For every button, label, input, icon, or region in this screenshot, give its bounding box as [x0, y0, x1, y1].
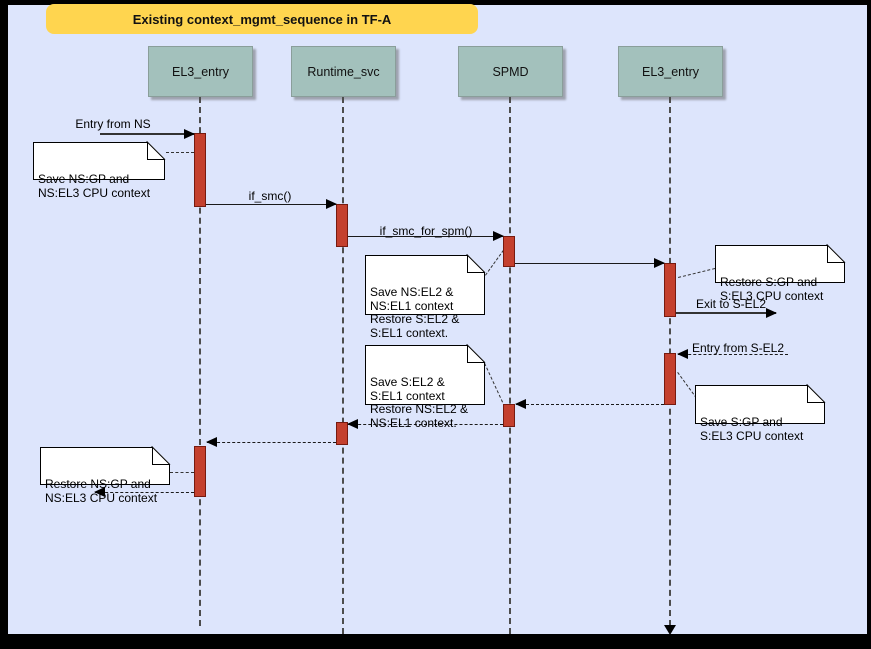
lifeline-end-arrow-icon — [664, 625, 676, 635]
lifeline-label: EL3_entry — [172, 64, 229, 79]
lifeline-label: Runtime_svc — [307, 64, 380, 79]
return-arrow-runtime-to-el3 — [206, 437, 336, 447]
note-text: Save NS:GP and NS:EL3 CPU context — [38, 172, 151, 200]
lifeline-header-spmd: SPMD — [458, 46, 563, 97]
note-save-ns-gp: Save NS:GP and NS:EL3 CPU context — [33, 142, 165, 199]
message-arrow-exit-to-s-el2 — [676, 308, 777, 318]
message-arrow-entry-from-s-el2 — [677, 349, 788, 359]
lifeline-header-el3-entry-1: EL3_entry — [148, 46, 253, 97]
lifeline-runtime-svc — [342, 97, 344, 634]
activation-bar — [664, 353, 676, 405]
note-fold-icon — [467, 345, 485, 363]
return-arrow-el3-to-ns — [94, 487, 194, 497]
note-fold-icon — [807, 385, 825, 403]
lifeline-el3-entry-1 — [199, 97, 201, 626]
note-text: Save S:EL2 & S:EL1 context Restore NS:EL… — [370, 375, 469, 430]
diagram-canvas — [8, 5, 867, 634]
note-connector — [166, 152, 194, 153]
note-save-s-el2: Save S:EL2 & S:EL1 context Restore NS:EL… — [365, 345, 485, 429]
message-arrow-spmd-to-el3 — [515, 258, 665, 268]
note-text: Save S:GP and S:EL3 CPU context — [700, 415, 804, 443]
activation-bar — [664, 263, 676, 317]
return-arrow-el3-to-spmd — [515, 399, 664, 409]
message-label-if-smc-for-spm: if_smc_for_spm() — [379, 224, 473, 238]
note-restore-ns-gp: Restore NS:GP and NS:EL3 CPU context — [40, 447, 170, 504]
note-connector — [170, 472, 194, 473]
diagram-title: Existing context_mgmt_sequence in TF-A — [46, 4, 478, 34]
note-fold-icon — [827, 245, 845, 263]
message-arrow-if-smc-for-spm — [348, 231, 504, 241]
activation-bar — [503, 404, 515, 427]
lifeline-spmd — [509, 97, 511, 634]
note-restore-s-gp: Restore S:GP and S:EL3 CPU context — [715, 245, 845, 302]
note-save-s-gp: Save S:GP and S:EL3 CPU context — [695, 385, 825, 442]
lifeline-header-el3-entry-2: EL3_entry — [618, 46, 723, 97]
note-fold-icon — [147, 142, 165, 160]
note-fold-icon — [467, 255, 485, 273]
message-label-entry-from-s-el2: Entry from S-EL2 — [691, 341, 785, 355]
return-arrow-spmd-to-runtime — [347, 419, 503, 429]
message-label-entry-from-ns: Entry from NS — [75, 117, 151, 131]
activation-bar — [336, 422, 348, 445]
message-label-if-smc: if_smc() — [248, 189, 292, 203]
message-arrow-entry-from-ns — [100, 129, 195, 139]
diagram-title-text: Existing context_mgmt_sequence in TF-A — [132, 11, 392, 27]
lifeline-label: SPMD — [492, 64, 529, 79]
activation-bar — [336, 204, 348, 247]
note-save-ns-el2: Save NS:EL2 & NS:EL1 context Restore S:E… — [365, 255, 485, 339]
note-text: Restore NS:GP and NS:EL3 CPU context — [45, 477, 158, 505]
activation-bar — [503, 236, 515, 267]
activation-bar — [194, 133, 206, 207]
lifeline-header-runtime-svc: Runtime_svc — [291, 46, 396, 97]
message-label-exit-to-s-el2: Exit to S-EL2 — [695, 297, 767, 311]
lifeline-label: EL3_entry — [642, 64, 699, 79]
note-text: Save NS:EL2 & NS:EL1 context Restore S:E… — [370, 285, 460, 340]
note-text: Restore S:GP and S:EL3 CPU context — [720, 275, 824, 303]
activation-bar — [194, 446, 206, 497]
message-arrow-if-smc — [206, 199, 337, 209]
note-fold-icon — [152, 447, 170, 465]
